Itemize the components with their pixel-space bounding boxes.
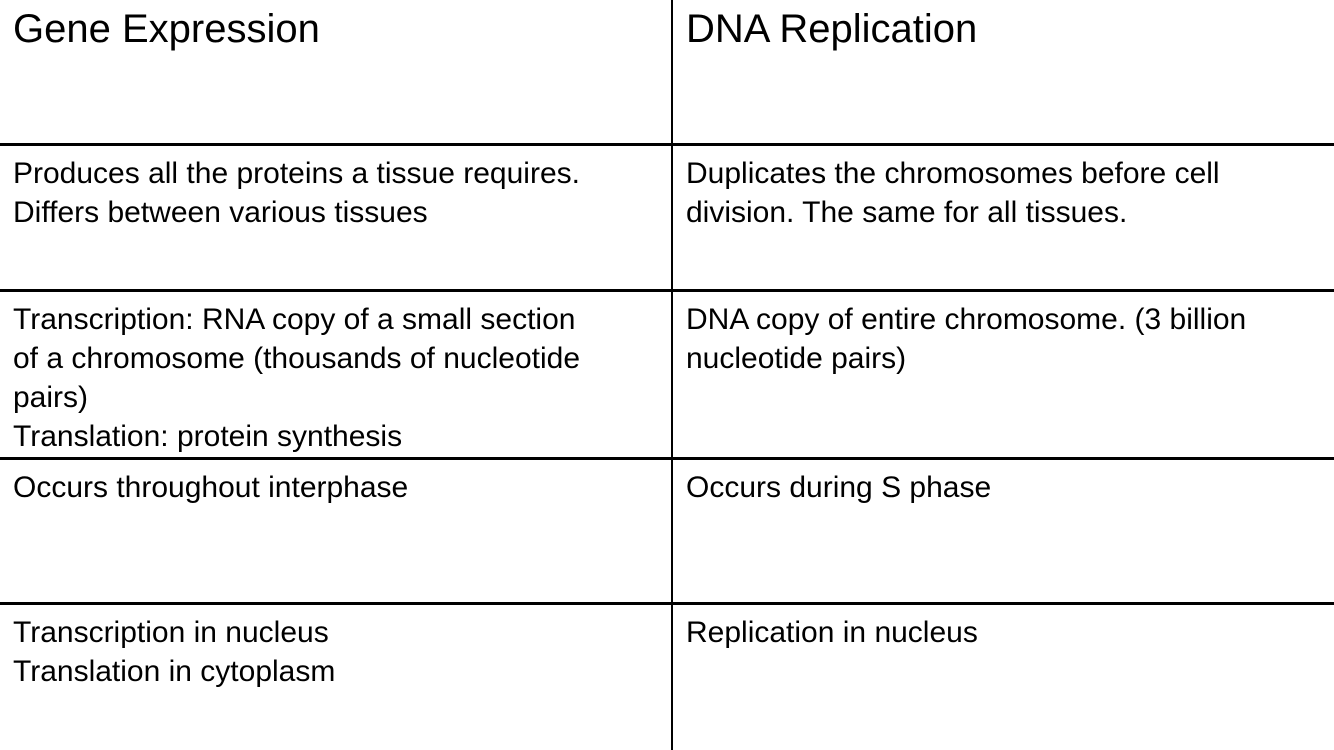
cell-gene-expression-transcription: Transcription: RNA copy of a small secti…: [0, 290, 673, 460]
table-row: Transcription: RNA copy of a small secti…: [0, 290, 1334, 460]
cell-dna-replication-copy: DNA copy of entire chromosome. (3 billio…: [672, 290, 1334, 460]
cell-gene-expression-proteins: Produces all the proteins a tissue requi…: [0, 144, 673, 292]
cell-dna-replication-location: Replication in nucleus: [686, 615, 978, 649]
cell-gene-expression-location: Transcription in nucleus Translation in …: [0, 603, 673, 750]
cell-dna-replication-s-phase: Occurs during S phase: [672, 458, 1334, 605]
header-dna-replication: DNA Replication: [672, 0, 1334, 146]
cell-dna-replication-duplicates: Duplicates the chromosomes before cell d…: [672, 144, 1334, 292]
cell-gene-expression-interphase: Occurs throughout interphase: [0, 458, 673, 605]
table-row: Occurs throughout interphase Occurs duri…: [0, 458, 1334, 605]
header-row: Gene Expression DNA Replication: [0, 0, 1334, 146]
table-row: Produces all the proteins a tissue requi…: [0, 144, 1334, 292]
header-gene-expression: Gene Expression: [0, 0, 673, 146]
table-row: Transcription in nucleus Translation in …: [0, 603, 1334, 750]
